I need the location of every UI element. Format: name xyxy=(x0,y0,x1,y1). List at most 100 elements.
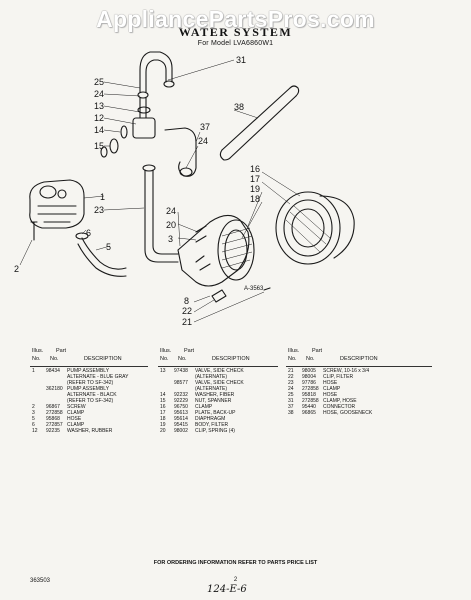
header-part-no: No. xyxy=(50,356,59,362)
illus-number: 2 xyxy=(32,404,35,410)
leader-24b xyxy=(185,145,199,169)
callout-38: 38 xyxy=(234,102,244,112)
leader-31 xyxy=(167,59,235,81)
clamp-24-top xyxy=(137,91,149,99)
part-number: 92235 xyxy=(46,428,60,434)
part-description: (ALTERNATE) xyxy=(195,386,228,392)
leader-22 xyxy=(193,299,215,313)
part-description: HOSE, GOOSENECK xyxy=(323,410,373,416)
header-description: DESCRIPTION xyxy=(212,356,250,362)
part-description: PLATE, BACK-UP xyxy=(195,410,236,416)
part-description: SCREW, 10-16 x 3/4 xyxy=(323,368,370,374)
part-number: 98434 xyxy=(46,368,60,374)
part-description: CLAMP xyxy=(67,422,85,428)
exploded-parts-diagram: 25 24 13 12 14 15 1 23 2 5 6 31 38 37 24… xyxy=(14,51,355,327)
part-number: 98577 xyxy=(174,380,188,386)
illus-number: 1 xyxy=(32,368,35,374)
callout-17: 17 xyxy=(250,174,260,184)
callout-21: 21 xyxy=(182,317,192,327)
callout-19: 19 xyxy=(250,184,260,194)
leader-24c xyxy=(177,211,181,247)
illus-number: 20 xyxy=(160,428,166,434)
callout-24b: 24 xyxy=(198,136,208,146)
callout-24c: 24 xyxy=(166,206,176,216)
part-number: 96867 xyxy=(46,404,60,410)
part-description: BODY, FILTER xyxy=(195,422,229,428)
callout-3: 3 xyxy=(168,234,173,244)
table-row: (ALTERNATE) xyxy=(160,386,278,392)
gooseneck-hose-38 xyxy=(221,87,297,159)
hose-25-inner xyxy=(145,59,167,93)
illus-number: 15 xyxy=(160,398,166,404)
handwritten-note: 124-E-6 xyxy=(207,584,247,595)
callout-18: 18 xyxy=(250,194,260,204)
clamp-23 xyxy=(142,164,156,172)
illus-number: 24 xyxy=(288,386,294,392)
clamp-3 xyxy=(75,232,89,240)
part-description: CLAMP xyxy=(195,404,213,410)
header-part: Part xyxy=(56,348,67,354)
part-number: 96865 xyxy=(302,410,316,416)
nut-15b xyxy=(100,146,108,158)
leader-16 xyxy=(261,171,301,197)
table-row: 38 96865 HOSE, GOOSENECK xyxy=(288,410,428,416)
leader-17 xyxy=(261,181,291,205)
leader-19 xyxy=(247,191,263,227)
page-number: 2 xyxy=(233,577,238,583)
part-number: 95614 xyxy=(174,416,188,422)
part-description: DIAPHRAGM xyxy=(195,416,226,422)
clip-8 xyxy=(195,255,211,271)
callout-16: 16 xyxy=(250,164,260,174)
part-description: (ALTERNATE) xyxy=(195,374,228,380)
part-description: HOSE xyxy=(323,380,338,386)
callout-20: 20 xyxy=(166,220,176,230)
screw-2 xyxy=(30,221,38,241)
illus-number: 38 xyxy=(288,410,294,416)
callout-2: 2 xyxy=(14,264,19,274)
filter-hatching xyxy=(221,227,253,269)
callout-1: 1 xyxy=(100,192,105,202)
part-description: ALTERNATE - BLACK xyxy=(67,392,117,398)
model-subtitle: For Model LVA6860W1 xyxy=(197,40,274,47)
illus-number: 13 xyxy=(160,368,166,374)
leader-37 xyxy=(195,131,201,143)
clip-filter-22 xyxy=(211,289,227,303)
part-number: 272858 xyxy=(46,410,63,416)
illus-number: 14 xyxy=(160,392,166,398)
pump-boss xyxy=(57,189,67,199)
nut-15 xyxy=(109,138,119,154)
table-rule-2 xyxy=(158,366,278,367)
leader-14 xyxy=(103,129,121,133)
site-watermark: AppliancePartsPros.com xyxy=(96,6,375,32)
part-number: 97786 xyxy=(302,380,316,386)
header-part: Part xyxy=(312,348,323,354)
leader-23 xyxy=(103,207,145,211)
illus-number: 25 xyxy=(288,392,294,398)
part-number: 272857 xyxy=(46,422,63,428)
plate-backup-center xyxy=(291,208,325,248)
illus-number: 18 xyxy=(160,416,166,422)
header-illus: Illus. xyxy=(32,348,44,354)
part-description: CLIP, FILTER xyxy=(323,374,354,380)
table-row: (REFER TO SF-342) xyxy=(32,380,147,386)
part-number: 95440 xyxy=(302,404,316,410)
clamp-16 xyxy=(319,195,355,259)
part-description: NUT, SPANNER xyxy=(195,398,232,404)
leader-3 xyxy=(177,237,197,241)
table-rule-1 xyxy=(30,366,148,367)
leader-21 xyxy=(193,291,265,323)
header-illus: Illus. xyxy=(160,348,172,354)
